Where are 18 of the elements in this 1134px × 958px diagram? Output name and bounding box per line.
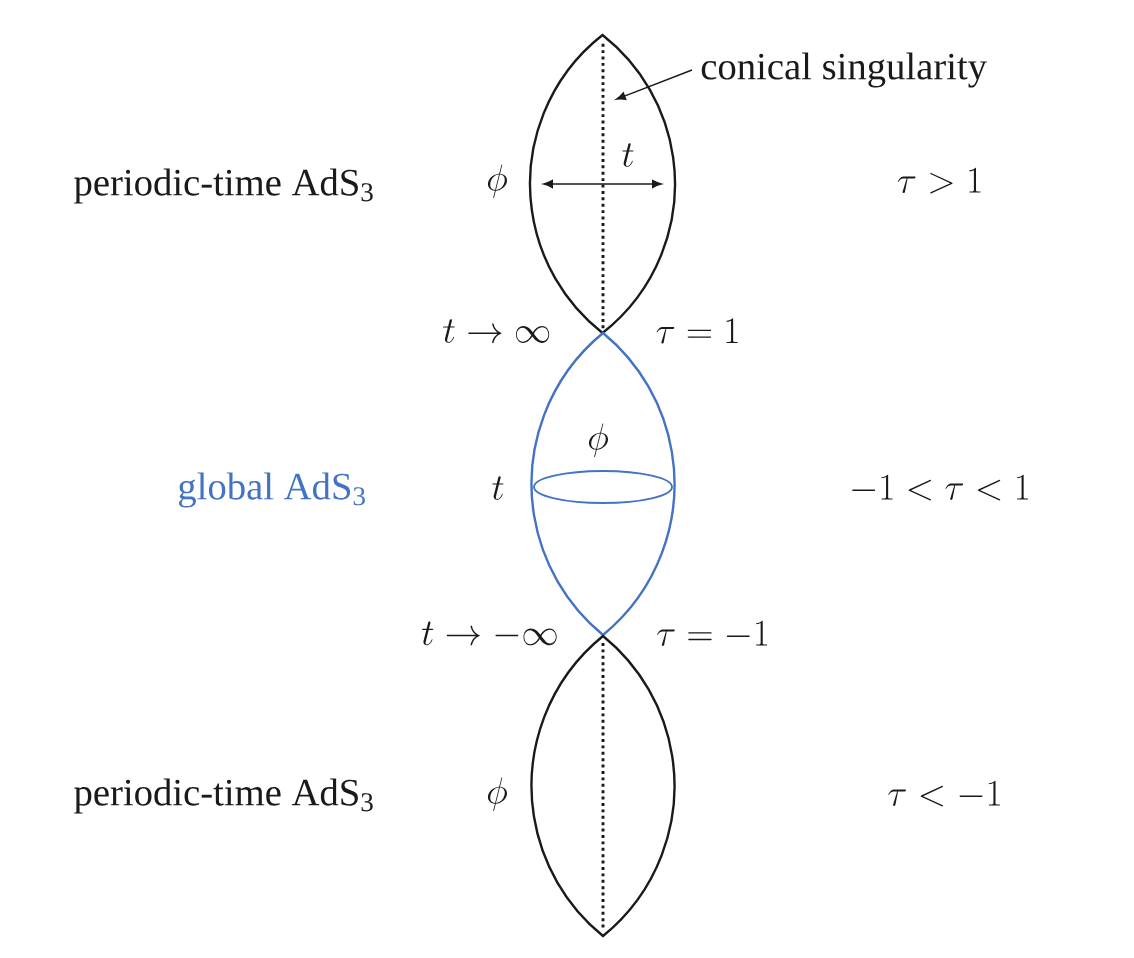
region-label: periodic-time AdS$_{3}$ bbox=[74, 168, 373, 204]
parameter-label: $\tau < -1$ bbox=[888, 780, 1000, 807]
variable-label: $t$ bbox=[492, 476, 504, 500]
limit-label: $t \to \infty$ bbox=[443, 319, 550, 343]
limit-label: $t \to -\infty$ bbox=[422, 621, 557, 646]
region-label: periodic-time AdS$_{3}$ bbox=[74, 778, 373, 814]
variable-label: $\phi$ bbox=[588, 423, 608, 457]
leader-arrow bbox=[615, 69, 693, 100]
callout-label: conical singularity bbox=[701, 52, 987, 88]
parameter-label: $\tau = 1$ bbox=[656, 318, 738, 344]
variable-label: $\phi$ bbox=[487, 164, 507, 198]
variable-label: $\phi$ bbox=[487, 777, 507, 811]
parameter-label: $\tau > 1$ bbox=[897, 167, 981, 194]
parameter-label: $-1 < \tau < 1$ bbox=[852, 474, 1029, 501]
region-label: global AdS$_{3}$ bbox=[179, 472, 365, 508]
parameter-label: $\tau = -1$ bbox=[657, 620, 768, 646]
variable-label: $t$ bbox=[622, 143, 634, 167]
dotted-line bbox=[601, 43, 605, 329]
